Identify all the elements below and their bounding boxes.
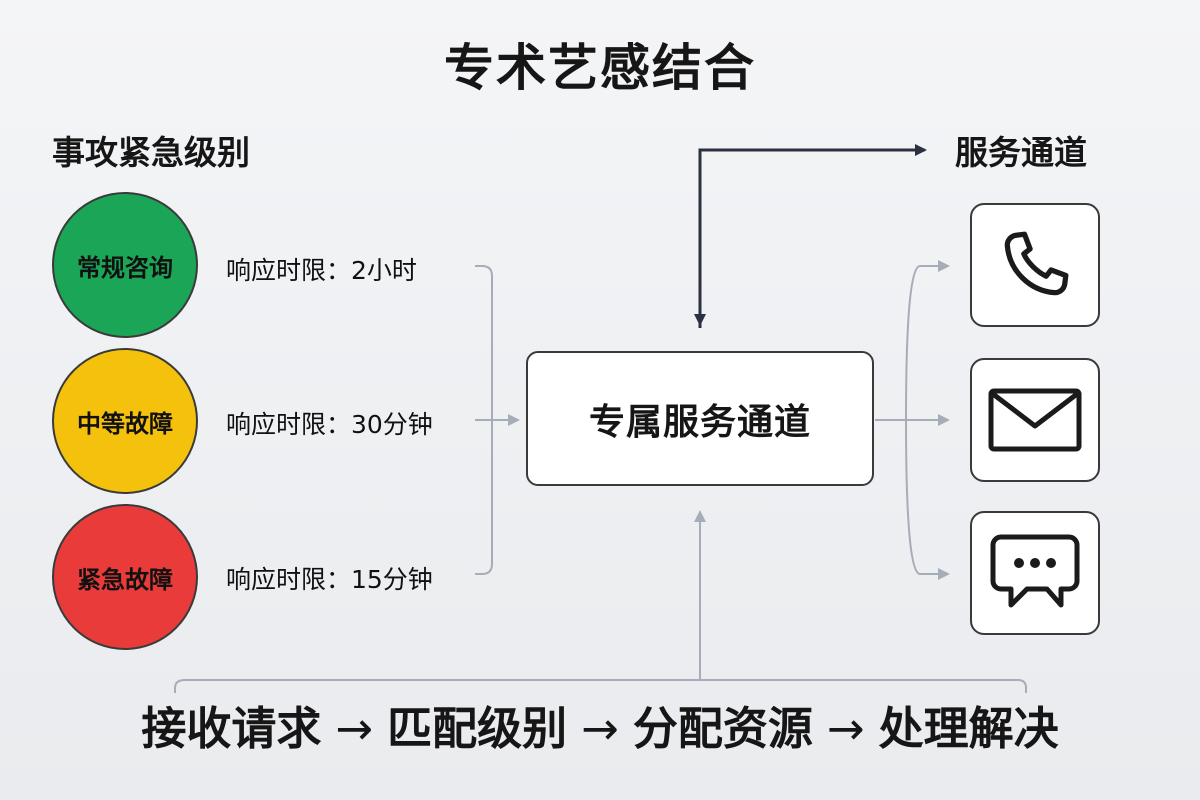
response-time-moderate: 响应时限：30分钟 [226, 410, 433, 439]
dedicated-service-channel-box: 专属服务通道 [526, 351, 874, 486]
response-time-urgent: 响应时限：15分钟 [226, 565, 433, 594]
process-bracket [174, 510, 1027, 693]
level-label: 常规咨询 [77, 253, 173, 282]
levels-bracket [475, 265, 520, 575]
process-arrow: → [826, 702, 865, 755]
level-label: 紧急故障 [77, 565, 173, 594]
level-label: 中等故障 [77, 409, 173, 438]
process-flow: 接收请求→匹配级别→分配资源→处理解决 [0, 692, 1200, 757]
mail-icon [988, 388, 1082, 452]
center-label: 专属服务通道 [588, 401, 811, 443]
channel-email[interactable] [970, 358, 1100, 482]
channel-phone[interactable] [970, 203, 1100, 327]
response-time-routine: 响应时限：2小时 [226, 256, 417, 285]
channel-chat[interactable] [970, 511, 1100, 635]
process-arrow: → [581, 702, 619, 755]
level-circle-moderate: 中等故障 [52, 348, 198, 494]
process-step-allocate: 分配资源 [632, 702, 813, 755]
chat-icon [990, 534, 1080, 608]
level-circle-routine: 常规咨询 [52, 192, 198, 338]
page-title: 专术艺感结合 [444, 39, 756, 97]
process-step-resolve: 处理解决 [878, 702, 1059, 755]
feedback-arrow [694, 144, 927, 328]
urgency-levels-heading: 事攻紧急级别 [52, 133, 250, 172]
process-step-match: 匹配级别 [387, 702, 568, 755]
service-channels-heading: 服务通道 [955, 133, 1087, 172]
channels-bracket [875, 260, 950, 580]
level-circle-urgent: 紧急故障 [52, 504, 198, 650]
process-step-receive: 接收请求 [141, 702, 322, 755]
process-arrow: → [335, 702, 374, 755]
phone-icon [1004, 231, 1069, 296]
